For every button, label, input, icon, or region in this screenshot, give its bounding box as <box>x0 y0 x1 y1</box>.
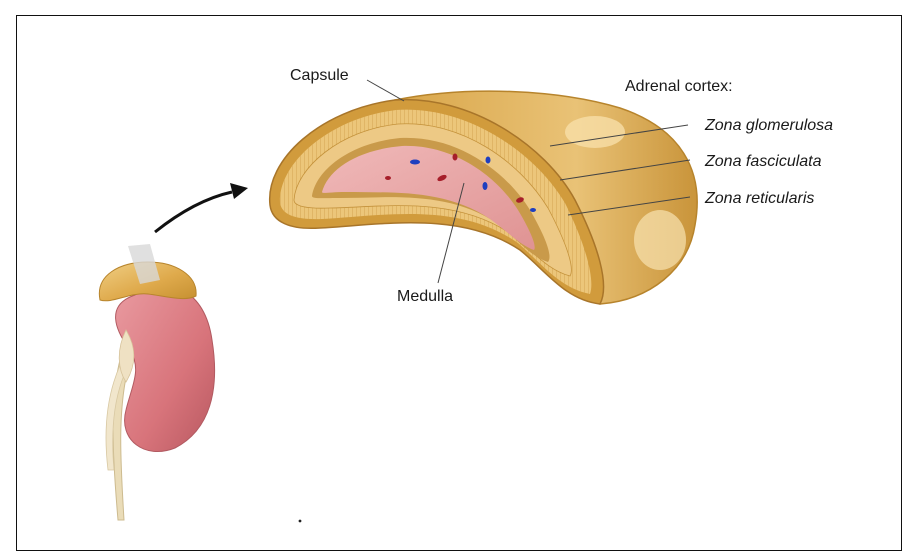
arrow-head <box>230 183 248 199</box>
vessel-blue <box>530 208 536 212</box>
zona-glomerulosa-label: Zona glomerulosa <box>705 118 833 134</box>
vessel-blue <box>410 160 420 165</box>
dot <box>299 520 302 523</box>
capsule-leader <box>367 80 404 101</box>
arrow-curve <box>155 192 232 232</box>
highlight-1 <box>565 116 625 148</box>
capsule-label: Capsule <box>290 68 349 84</box>
vessel-red <box>453 154 458 161</box>
highlight-2 <box>634 210 686 270</box>
medulla-label: Medulla <box>397 289 453 305</box>
vessel-red <box>385 176 391 180</box>
zona-reticularis-label: Zona reticularis <box>705 191 814 207</box>
zona-fasciculata-label: Zona fasciculata <box>705 154 822 170</box>
vessel-blue <box>486 157 491 164</box>
adrenal-cortex-label: Adrenal cortex: <box>625 79 733 95</box>
vessel-blue <box>483 182 488 190</box>
